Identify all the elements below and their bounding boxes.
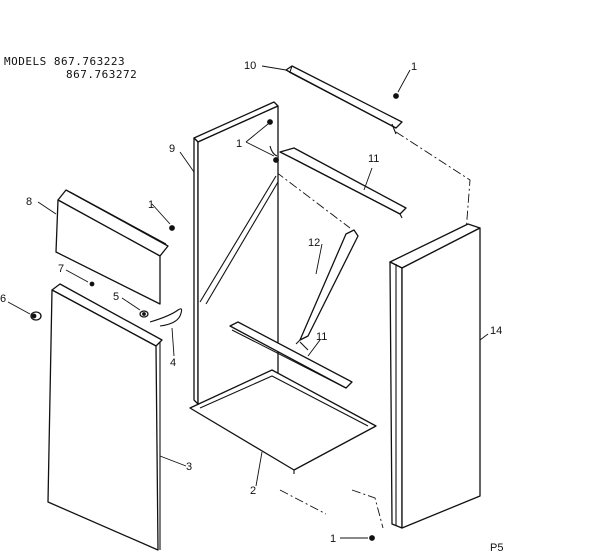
callout-3: 3 — [186, 461, 192, 473]
screw-icon — [89, 281, 95, 287]
callout-10: 10 — [244, 60, 256, 72]
screw-icon — [393, 93, 399, 99]
part-12-rear-brace — [295, 229, 359, 345]
hardware — [30, 93, 399, 541]
phantom-lines — [275, 131, 471, 529]
leader-lines — [7, 65, 489, 539]
callout-8: 8 — [26, 196, 32, 208]
spring-icon — [149, 308, 183, 327]
part-11-lower-brace — [229, 321, 353, 389]
screw-icon — [273, 157, 279, 163]
callout-1-bottom: 1 — [330, 533, 336, 545]
callout-7: 7 — [58, 263, 64, 275]
screw-icon — [169, 225, 175, 231]
callout-9: 9 — [169, 143, 175, 155]
part-2-base — [189, 369, 377, 474]
callout-11-mid: 11 — [316, 331, 327, 343]
part-11-upper-brace — [279, 147, 407, 219]
callout-6: 6 — [0, 293, 6, 305]
screw-icon — [267, 119, 273, 125]
part-3-front-panel — [47, 283, 163, 551]
callouts: 10 1 1 11 9 8 1 12 7 6 5 4 11 14 3 2 1 — [0, 60, 502, 545]
part-14-side-panel — [389, 223, 481, 529]
knob-icon — [30, 311, 42, 321]
callout-1-top: 1 — [411, 61, 417, 73]
part-8-top-front-panel — [55, 189, 169, 305]
callout-4: 4 — [170, 357, 176, 369]
callout-2: 2 — [250, 485, 256, 497]
part-9-inner-panel — [193, 101, 279, 405]
callout-5: 5 — [113, 291, 119, 303]
screw-icon — [369, 535, 375, 541]
callout-12: 12 — [308, 237, 320, 249]
part-10-top-rail — [285, 65, 403, 135]
callout-11-top: 11 — [368, 153, 379, 165]
models-label-line-2: 867.763272 — [66, 68, 137, 81]
callout-1-panel9: 1 — [236, 138, 242, 150]
page-code: P5 — [490, 542, 503, 554]
washer-icon — [139, 310, 149, 318]
models-label-line-1: MODELS 867.763223 — [4, 55, 125, 68]
callout-1-panel8: 1 — [148, 199, 154, 211]
callout-14: 14 — [490, 325, 502, 337]
